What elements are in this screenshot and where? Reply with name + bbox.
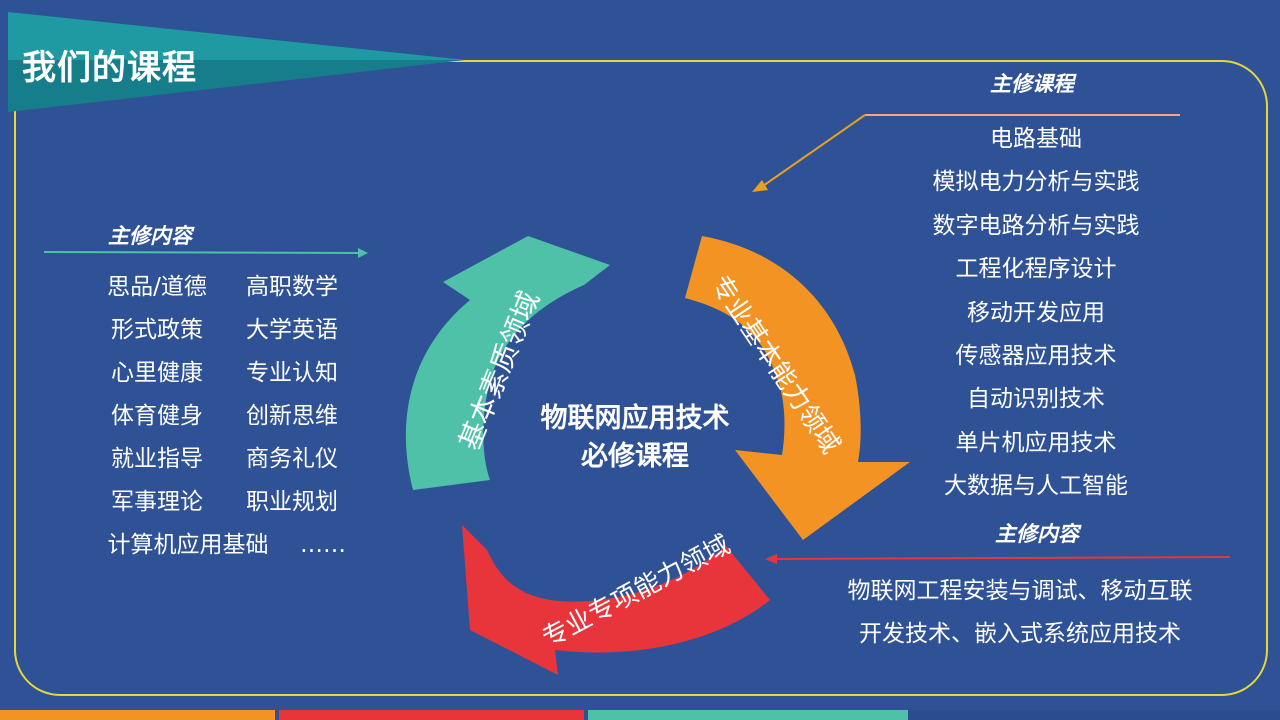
bottom-pointer-line (774, 556, 1231, 560)
bar-teal (588, 710, 908, 720)
list-item: 思品/道德高职数学 (107, 274, 338, 300)
left-pointer-line (43, 251, 361, 254)
left-heading: 主修内容 (108, 224, 192, 248)
bottom-heading: 主修内容 (995, 522, 1079, 546)
list-item: 传感器应用技术 (955, 342, 1117, 369)
content-frame (14, 60, 1268, 696)
list-item: 模拟电力分析与实践 (932, 169, 1140, 196)
bottom-course-list: 物联网工程安装与调试、移动互联 开发技术、嵌入式系统应用技术 (820, 570, 1220, 656)
list-item: 数字电路分析与实践 (932, 212, 1140, 239)
right-heading: 主修课程 (990, 72, 1074, 96)
list-item: 大数据与人工智能 (944, 473, 1128, 500)
list-item: 物联网工程安装与调试、移动互联 (847, 578, 1193, 604)
page-title: 我们的课程 (22, 48, 197, 88)
list-item: 电路基础 (990, 126, 1082, 152)
bottom-color-bars (0, 710, 1280, 720)
bar-blue (908, 710, 1280, 720)
red-arrow (462, 525, 770, 675)
left-course-list: 思品/道德高职数学 形式政策大学英语 心里健康专业认知 体育健身创新思维 就业指… (90, 266, 360, 567)
list-item: 工程化程序设计 (955, 256, 1117, 283)
list-item: 就业指导商务礼仪 (111, 446, 338, 472)
bar-red (279, 710, 584, 720)
list-item: 自动识别技术 (967, 386, 1105, 413)
center-title-line1: 物联网应用技术 (540, 403, 730, 434)
title-banner (8, 12, 465, 112)
bar-orange (0, 710, 275, 720)
center-title-line2: 必修课程 (581, 441, 689, 472)
orange-arrow (685, 236, 910, 540)
center-title: 物联网应用技术 必修课程 (500, 400, 770, 476)
list-item: 军事理论职业规划 (111, 489, 338, 515)
list-item: 体育健身创新思维 (111, 403, 338, 429)
list-item: 移动开发应用 (967, 299, 1105, 326)
list-item: 单片机应用技术 (955, 429, 1117, 456)
list-item: 形式政策大学英语 (111, 317, 338, 343)
right-course-list: 电路基础 模拟电力分析与实践 数字电路分析与实践 工程化程序设计 移动开发应用 … (900, 118, 1172, 509)
list-item: 开发技术、嵌入式系统应用技术 (859, 621, 1181, 647)
list-item: 心里健康专业认知 (111, 360, 338, 386)
teal-arrow (405, 236, 610, 490)
list-item: 计算机应用基础…… (107, 532, 347, 558)
